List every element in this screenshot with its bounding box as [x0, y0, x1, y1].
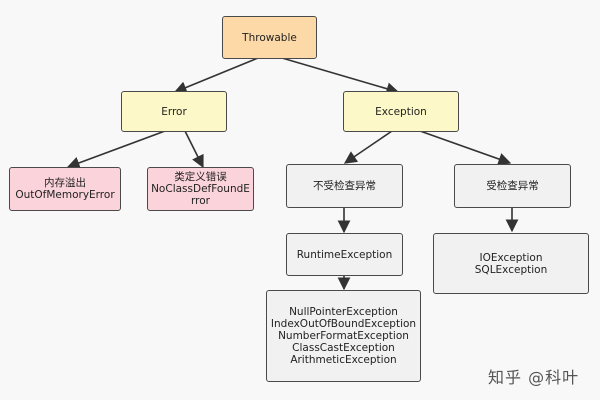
node-runtime-exception-list: NullPointerException IndexOutOfBoundExce… — [266, 290, 421, 382]
arrow-exception-checked — [419, 130, 512, 166]
node-no-class-def-found-error-line1: 类定义错误 — [174, 171, 227, 183]
watermark: 知乎 @科叶 — [488, 368, 580, 387]
node-error: Error — [121, 91, 227, 132]
arrow-error-memory — [66, 130, 166, 169]
node-exception: Exception — [343, 91, 459, 132]
node-out-of-memory-error-line1: 内存溢出 — [44, 177, 86, 189]
node-checked-exception: 受检查异常 — [454, 164, 571, 208]
node-io-exception-label: IOException — [479, 251, 543, 264]
node-error-label: Error — [161, 105, 187, 118]
node-throwable-label: Throwable — [242, 31, 297, 44]
node-out-of-memory-error-line2: OutOfMemoryError — [15, 189, 115, 201]
node-no-class-def-found-error: 类定义错误 NoClassDefFoundE rror — [147, 167, 254, 211]
node-runtime-exception: RuntimeException — [286, 233, 403, 276]
arrow-throwable-exception — [281, 57, 400, 95]
node-unchecked-exception: 不受检查异常 — [286, 164, 403, 208]
node-no-class-def-found-error-line3: rror — [191, 195, 210, 207]
node-throwable: Throwable — [222, 16, 317, 59]
runtime-list-item-class-cast: ClassCastException — [292, 342, 395, 354]
runtime-list-item-number-format: NumberFormatException — [278, 330, 409, 342]
node-no-class-def-found-error-line2: NoClassDefFoundE — [151, 183, 250, 195]
node-runtime-exception-label: RuntimeException — [296, 248, 393, 261]
node-exception-label: Exception — [375, 105, 427, 118]
node-checked-exception-label: 受检查异常 — [486, 180, 539, 192]
runtime-list-item-arithmetic: ArithmeticException — [290, 354, 397, 366]
node-unchecked-exception-label: 不受检查异常 — [313, 180, 376, 192]
arrow-error-classdef — [184, 130, 204, 169]
node-out-of-memory-error: 内存溢出 OutOfMemoryError — [9, 167, 121, 211]
arrow-exception-unchecked — [343, 130, 393, 164]
runtime-list-item-index-out-of-bound: IndexOutOfBoundException — [270, 318, 417, 330]
runtime-list-item-null-pointer: NullPointerException — [289, 306, 398, 318]
node-sql-exception-label: SQLException — [474, 263, 548, 276]
node-io-sql-exception: IOException SQLException — [433, 233, 589, 294]
arrow-throwable-error — [173, 57, 259, 94]
